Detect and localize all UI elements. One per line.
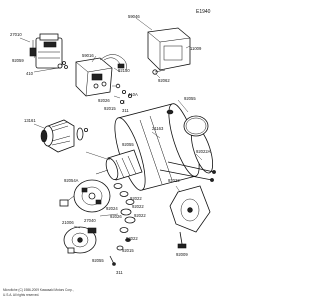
- label-92059: 92059: [12, 58, 24, 63]
- label-92022-d: 92022: [134, 213, 146, 218]
- label-13161: 13161: [24, 118, 36, 123]
- label-27040: 27040: [84, 218, 96, 223]
- label-92055-mid: 92055: [122, 142, 134, 147]
- washers-and-rings: [113, 183, 136, 251]
- mounting-bolt: [177, 231, 187, 249]
- label-92150: 92150: [118, 68, 130, 73]
- starter-relay-assembly: [75, 54, 132, 105]
- small-screw: [109, 255, 116, 266]
- front-cover-brush-holder: [59, 179, 111, 213]
- label-92009: 92009: [176, 252, 188, 257]
- footer-line-2: U.S.A. All rights reserved.: [3, 293, 39, 297]
- label-27010: 27010: [10, 32, 22, 37]
- leader-lines: [19, 17, 203, 229]
- label-92062: 92062: [158, 78, 170, 83]
- starter-motor-diagram: E1940 27010 92059 410 59046 11009 92062 …: [3, 9, 216, 297]
- label-59016: 59016: [82, 53, 94, 58]
- label-311-bottom: 311: [116, 270, 123, 275]
- relay-cover-bracket: [147, 27, 191, 75]
- rear-end-cover: [63, 226, 97, 254]
- label-92015: 92015: [104, 106, 116, 111]
- label-410a: 410A: [128, 92, 138, 97]
- label-92015-bottom: 92015: [122, 248, 134, 253]
- label-92022-c: 92022: [132, 204, 144, 209]
- label-92022-b: 92022: [130, 196, 142, 201]
- part-number-labels: E1940 27010 92059 410 59046 11009 92062 …: [10, 9, 211, 275]
- label-92022-e: 92022: [126, 236, 138, 241]
- end-plate-right: [169, 115, 211, 233]
- label-92055-bottom: 92055: [92, 258, 104, 263]
- label-21006: 21006: [62, 220, 74, 225]
- label-11009: 11009: [190, 46, 202, 51]
- label-92054a: 92054A: [64, 178, 79, 183]
- label-92024: 92024: [106, 206, 118, 211]
- starter-motor-yoke: [114, 103, 214, 191]
- footer-line-1: Microfiche (C) 1986-2009 Kawasaki Motors…: [3, 288, 74, 292]
- label-59046: 59046: [128, 14, 140, 19]
- pinion-clutch-assembly: [40, 119, 89, 153]
- through-bolts: [159, 161, 216, 182]
- figure-tag: E1940: [196, 9, 211, 15]
- copyright-footer: Microfiche (C) 1986-2009 Kawasaki Motors…: [3, 288, 74, 297]
- label-92022a: 92022A: [196, 149, 211, 154]
- label-92026-b: 92026: [110, 214, 122, 219]
- label-92055-top: 92055: [184, 96, 196, 101]
- label-92026: 92026: [98, 98, 110, 103]
- armature: [95, 149, 143, 181]
- starter-relay: [29, 33, 68, 69]
- label-410: 410: [26, 71, 34, 76]
- label-311-top: 311: [122, 108, 129, 113]
- exploded-parts-diagram: E1940 27010 92059 410 59046 11009 92062 …: [3, 9, 216, 297]
- label-21163: 21163: [152, 126, 164, 131]
- label-92022-f: 92022: [168, 178, 180, 183]
